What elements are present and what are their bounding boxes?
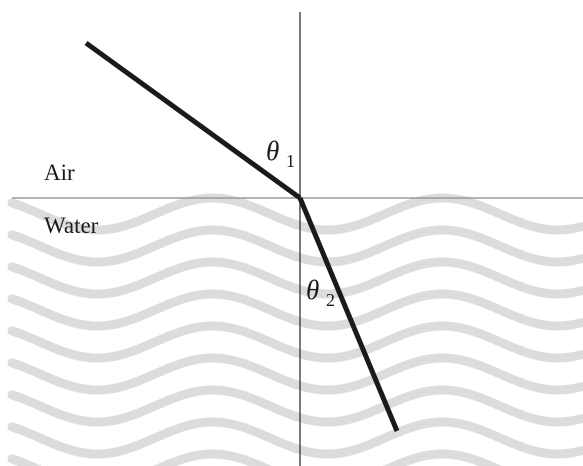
refracted-angle-symbol: θ [306, 275, 319, 305]
water-wave [7, 417, 583, 459]
refracted-angle-subscript: 2 [326, 290, 335, 310]
water-wave [7, 225, 583, 267]
incident-ray [84, 40, 302, 201]
water-wave [7, 321, 583, 363]
refracted-ray [297, 197, 400, 432]
water-wave [7, 257, 583, 299]
water-wave [7, 449, 503, 466]
incident-angle-subscript: 1 [286, 151, 295, 171]
water-wave [7, 385, 583, 427]
water-wave [7, 193, 583, 235]
water-wave [7, 289, 583, 331]
water-wave [7, 353, 583, 395]
water-label: Water [44, 213, 99, 238]
refracted-angle-label: θ 2 [306, 275, 335, 310]
water-waves [7, 193, 583, 466]
incident-angle-symbol: θ [266, 136, 279, 166]
air-label: Air [44, 160, 75, 185]
incident-angle-label: θ 1 [266, 136, 295, 171]
